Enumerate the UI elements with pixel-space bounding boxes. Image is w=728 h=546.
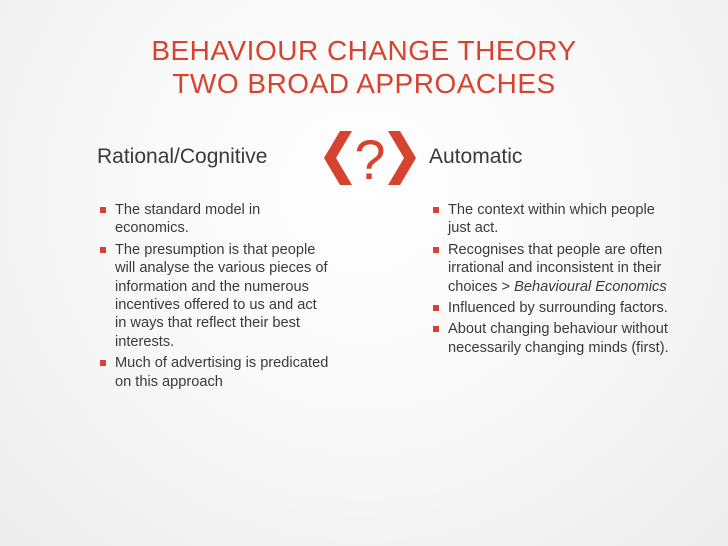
slide-title: BEHAVIOUR CHANGE THEORY TWO BROAD APPROA… [0,34,728,100]
list-item: The standard model in economics. [100,201,330,238]
bullet-square-icon [433,246,439,253]
bullet-arrow: > [501,278,511,295]
list-item: About changing behaviour without necessa… [433,320,673,357]
bullet-text: Influenced by surrounding factors. [448,300,668,317]
question-mark-chevrons-icon: ? [324,128,416,189]
bullet-square-icon [433,207,439,213]
title-line-2: TWO BROAD APPROACHES [172,68,556,99]
bullet-square-icon [100,360,106,367]
bullet-text: Recognises that people are often irratio… [448,241,663,295]
bullet-square-icon [433,326,439,333]
bullet-square-icon [433,305,439,312]
left-chevron-shape [324,131,352,185]
bullet-text: The presumption is that people will anal… [115,241,328,350]
bullet-text: Much of advertising is predicated on thi… [115,355,329,390]
bullet-text: About changing behaviour without necessa… [448,321,669,356]
heading-automatic: Automatic [429,145,523,168]
bullet-square-icon [100,207,106,213]
bullet-text: The context within which people just act… [448,202,655,237]
bullet-square-icon [100,246,106,253]
rational-bullets-list: The standard model in economics. The pre… [100,201,330,394]
question-mark-glyph: ? [354,128,385,189]
list-item: Influenced by surrounding factors. [433,299,673,317]
behavioural-economics-label: Behavioural Economics [514,278,667,295]
list-item: Much of advertising is predicated on thi… [100,354,330,391]
automatic-bullets-list: The context within which people just act… [433,201,673,360]
list-item: The presumption is that people will anal… [100,241,330,351]
list-item: Recognises that people are often irratio… [433,241,673,296]
list-item: The context within which people just act… [433,201,673,238]
heading-rational-cognitive: Rational/Cognitive [97,145,268,168]
title-line-1: BEHAVIOUR CHANGE THEORY [151,35,577,66]
bullet-text: The standard model in economics. [115,202,261,237]
right-chevron-shape [388,131,416,185]
